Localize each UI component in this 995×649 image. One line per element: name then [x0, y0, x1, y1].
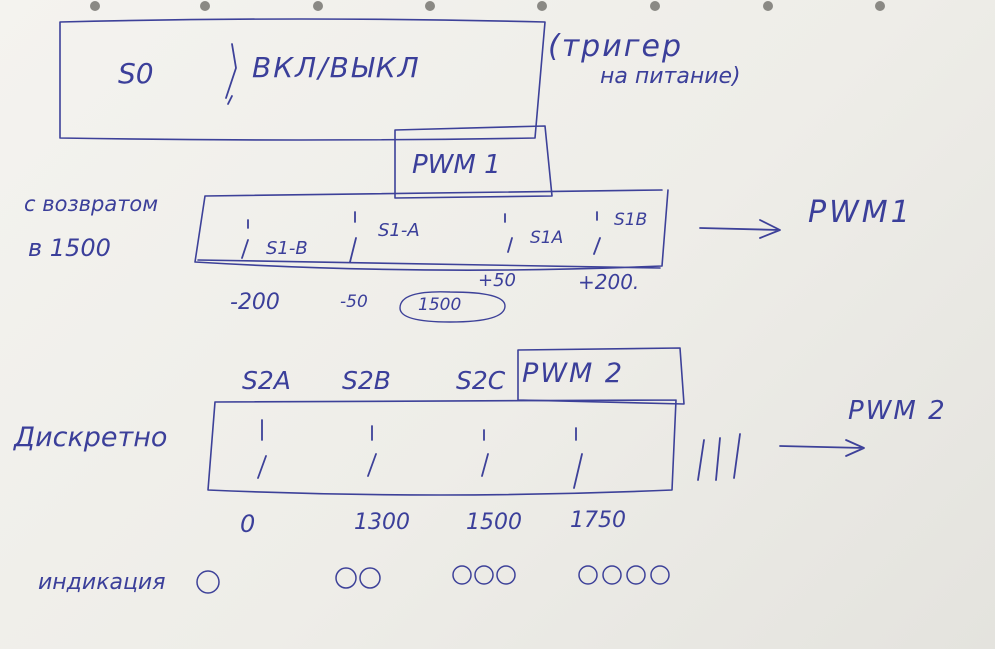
indication-lamps	[196, 565, 670, 594]
indication-label: индикация	[38, 570, 166, 595]
return-note-line2: в 1500	[28, 234, 111, 262]
value-plus-50: +50	[478, 270, 516, 291]
pwm2-switch-group	[207, 399, 677, 496]
switch-s1-b-label: S1-B	[266, 238, 308, 259]
switch-s2a-label: S2A	[242, 366, 291, 395]
s0-label: S0	[118, 57, 154, 90]
pwm1-box-label: PWM 1	[412, 150, 501, 180]
return-note-line1: с возвратом	[24, 192, 159, 216]
pwm2-box-label: PWM 2	[522, 358, 625, 389]
switch-s1b-label: S1B	[614, 210, 648, 230]
switch-s2b-label: S2B	[342, 366, 391, 395]
pwm1-box	[394, 125, 553, 199]
switch-s1-a-label: S1-A	[378, 220, 420, 241]
s0-box	[59, 18, 546, 141]
value-1500-discrete: 1500	[466, 510, 522, 535]
value-minus-50: -50	[340, 292, 368, 312]
value-minus-200: -200	[230, 290, 280, 315]
pwm2-switch-symbols	[257, 419, 741, 489]
pwm1-switch-symbols	[241, 211, 601, 263]
discrete-note: Дискретно	[14, 422, 168, 453]
pwm2-box	[517, 347, 685, 405]
pwm1-output-arrow	[699, 219, 781, 239]
switch-s2c-label: S2C	[456, 366, 506, 395]
power-switch-label: ВКЛ/ВЫКЛ	[252, 51, 421, 84]
trigger-note-line1: (тригер	[548, 29, 683, 64]
pwm1-switch-group	[194, 189, 669, 271]
pwm1-1500-ellipse	[399, 291, 506, 323]
value-1500: 1500	[418, 295, 462, 315]
value-plus-200: +200.	[578, 270, 640, 294]
value-1300: 1300	[354, 510, 410, 535]
value-0: 0	[240, 510, 256, 538]
s0-switch-symbol	[225, 43, 237, 105]
trigger-note-line2: на питание)	[600, 64, 741, 89]
spiral-holes	[90, 1, 885, 11]
pwm2-output-arrow	[779, 439, 865, 457]
pwm1-output-label: PWM1	[808, 195, 913, 230]
value-1750: 1750	[570, 508, 626, 533]
pwm2-output-label: PWM 2	[848, 396, 947, 426]
switch-s1a-label: S1A	[530, 228, 564, 248]
